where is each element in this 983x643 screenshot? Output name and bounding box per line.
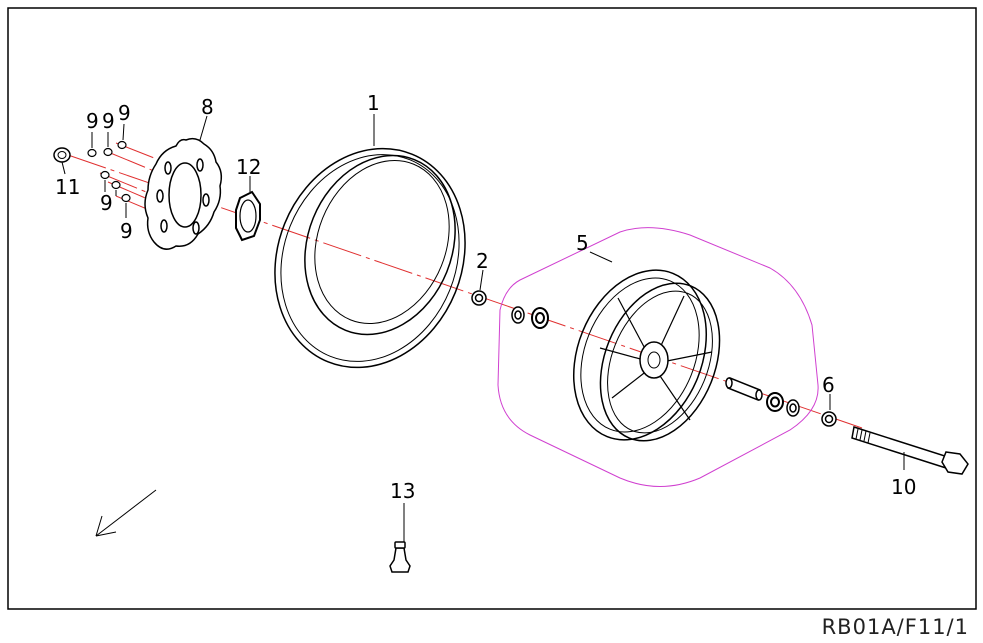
callout-9: 9 xyxy=(102,109,115,133)
wheel-rim-part-5 xyxy=(572,269,721,442)
callout-5: 5 xyxy=(576,231,589,255)
seal-left xyxy=(511,306,525,324)
callout-9: 9 xyxy=(100,191,113,215)
leader-lines xyxy=(61,114,905,542)
callout-9: 9 xyxy=(86,109,99,133)
callout-12: 12 xyxy=(236,155,261,179)
bearing-right xyxy=(766,392,784,412)
wheel-assembly-group-outline xyxy=(497,227,819,487)
tire-part-1 xyxy=(274,147,466,369)
tire-valve-part-13 xyxy=(389,541,411,573)
callout-11: 11 xyxy=(55,175,80,199)
callout-9: 9 xyxy=(120,219,133,243)
callout-13: 13 xyxy=(390,479,415,503)
seal-right xyxy=(786,399,800,417)
callout-6: 6 xyxy=(822,373,835,397)
bolt-part-9 xyxy=(111,180,121,190)
callout-1: 1 xyxy=(367,91,380,115)
callout-8: 8 xyxy=(201,95,214,119)
bolt-part-9 xyxy=(117,140,127,150)
bolt-part-9 xyxy=(100,170,110,180)
callout-10: 10 xyxy=(891,475,916,499)
axle-bolt-part-10 xyxy=(851,426,969,475)
bolt-part-9 xyxy=(121,193,131,203)
brake-disc-part-8 xyxy=(144,137,223,250)
bearing-left xyxy=(531,307,549,329)
diagram-frame xyxy=(7,7,977,610)
bolt-part-9-group xyxy=(87,140,131,203)
drawing-reference: RB01A/F11/1 xyxy=(821,615,969,639)
callout-2: 2 xyxy=(476,249,489,273)
direction-arrow xyxy=(95,489,157,537)
collar-part-6 xyxy=(821,411,837,427)
spacer-part-2 xyxy=(471,290,487,306)
callout-9: 9 xyxy=(118,101,131,125)
nut-part-11 xyxy=(53,147,71,163)
bolt-part-9 xyxy=(87,148,97,158)
axle-sleeve xyxy=(725,376,763,402)
bolt-part-9 xyxy=(103,147,113,157)
spacer-plate-part-12 xyxy=(235,190,261,242)
